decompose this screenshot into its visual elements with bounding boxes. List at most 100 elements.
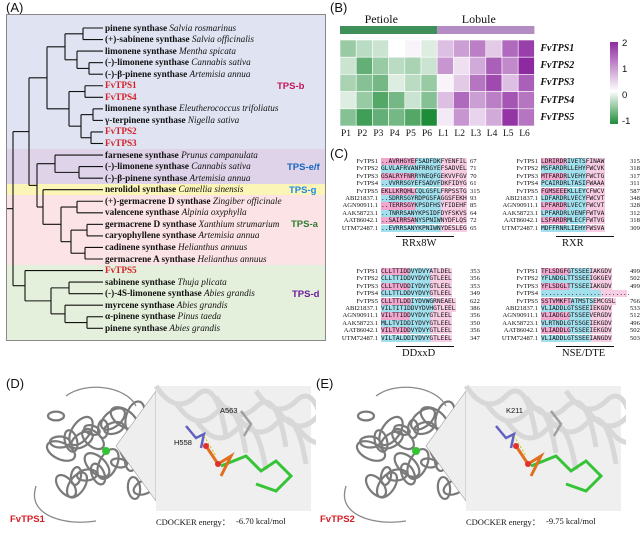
heatmap-cell [517,108,535,127]
leaf-gene-name: (-)-β-pinene synthase [105,68,188,79]
seq-position: 356 [470,327,480,335]
residue-label: A563 [220,406,238,415]
panel-b-label: (B) [330,0,348,15]
seq-id: FvTPS2 [516,165,538,173]
heatmap-cell [485,39,503,58]
heatmap-cell [339,56,357,75]
heatmap-cell [372,56,389,75]
seq-residues: LPFARDRLVENFFWTVA [541,209,605,217]
heatmap-cell [388,56,406,75]
seq-residues: SSTVMKFTATMSTSEMCGSL [541,297,616,305]
seq-id: FvTPS5 [516,187,538,195]
heatmap-cell [501,74,519,92]
docking-energy-label: CDOCKER energy： [156,517,231,527]
leaf-species: Pinus taeda [177,311,222,322]
docking-illustration [33,384,316,523]
heatmap-cell [388,39,406,58]
seq-position: 499 [630,282,640,290]
gene-label: FvTPS1 [540,43,575,54]
seq-id: UTM72487.1 [341,334,378,342]
seq-residues: ..VVRRSGYEFSADVFDKFIDYG [381,180,467,188]
sample-label: L4 [486,129,498,139]
heatmap-cell [355,91,373,110]
seq-highlight [381,195,468,203]
color-scale-tick: 0 [622,90,628,101]
panel-c-label: (C) [330,146,349,161]
seq-position: 587 [630,187,640,195]
seq-highlight [541,282,613,290]
tree-leaf: germacrene D synthase Xanthium strumariu… [105,219,279,230]
seq-id: FvTPS3 [516,282,538,290]
leaf-species: Camellia sinensis [178,184,244,195]
seq-id: FvTPS2 [356,275,378,283]
leaf-species: Thuja plicata [177,276,227,287]
seq-highlight [541,202,605,210]
leaf-gene-name: farnesene synthase [105,149,179,160]
leaf-species: Cannabis sativa [191,161,251,172]
heatmap-cell [453,74,470,92]
protein-name: FvTPS2 [320,514,355,525]
clade-label: TPS-a [291,219,318,231]
seq-highlight [381,282,453,290]
seq-highlight [381,165,468,173]
seq-residues: VLIADDLGTSSEEIEKGDV [541,327,612,335]
seq-id: AGN90911.1 [342,202,378,210]
seq-highlight [541,224,605,232]
heatmap-cell [420,74,438,92]
sample-group-label: Petiole [364,12,398,26]
seq-position: 318 [630,165,640,173]
tree-leaf: pinene synthase Salvia rosmarinus [105,23,236,34]
seq-id: AGN90911.1 [502,202,538,210]
seq-highlight [541,275,613,283]
motif-label: RXR [562,238,584,249]
seq-position: 353 [470,268,480,275]
heatmap-cell [420,39,438,58]
heatmap-cell [404,91,422,110]
clade-label: TPS-e/f [287,161,320,173]
heatmap-cell [453,39,470,58]
leaf-species: Artemisia annua [198,230,260,241]
clade-label: TPS-g [289,184,317,196]
seq-residues: CLLTTLDDIYDVWGRNEAEL [381,297,456,305]
heatmap-cell [469,108,487,127]
tree-leaf: FvTPS2 [105,126,137,137]
background-helix [273,406,316,429]
seq-position: 93 [470,195,477,202]
seq-position: 312 [630,209,640,217]
clade-band [7,15,325,150]
heatmap-cell [469,56,487,75]
seq-id: UTM72487.1 [341,224,378,232]
heatmap-cell [355,39,373,58]
clade-label: TPS-b [277,80,305,92]
leaf-species: Prunus campanulata [181,149,258,160]
docking-illustration [343,384,626,523]
seq-position: 512 [630,312,640,320]
residue-sticks [550,410,563,437]
seq-position: 328 [630,202,640,210]
heatmap-cell [469,91,487,110]
leaf-species: Cannabis sativa [191,57,251,68]
seq-residues: YFLNDGLTTSSEEIGKGEV [541,275,612,283]
seq-position: 315 [630,158,640,165]
seq-position: 347 [470,334,480,342]
sample-label: L3 [470,129,482,139]
seq-highlight [381,275,453,283]
seq-highlight [381,217,468,225]
leaf-species: Alpinia oxyphylla [181,207,247,218]
heatmap-cell [388,91,406,110]
heatmap-cell [501,39,519,58]
seq-residues: CLLTTIDDVYDVYGTLEEL [381,275,452,283]
residue-sticks [495,425,516,449]
seq-position: 65 [470,224,477,232]
background-helix [563,389,626,412]
leaf-gene-name: nerolidol synthase [105,184,177,195]
heatmap-cell [404,56,422,75]
seq-id: AAK58723.1 [342,209,378,217]
tree-leaf: (+)-sabinene synthase Salvia officinalis [105,34,254,45]
seq-highlight [381,209,468,217]
panel-e-label: (E) [316,376,334,391]
leaf-gene-name: limonene synthase [105,45,177,56]
